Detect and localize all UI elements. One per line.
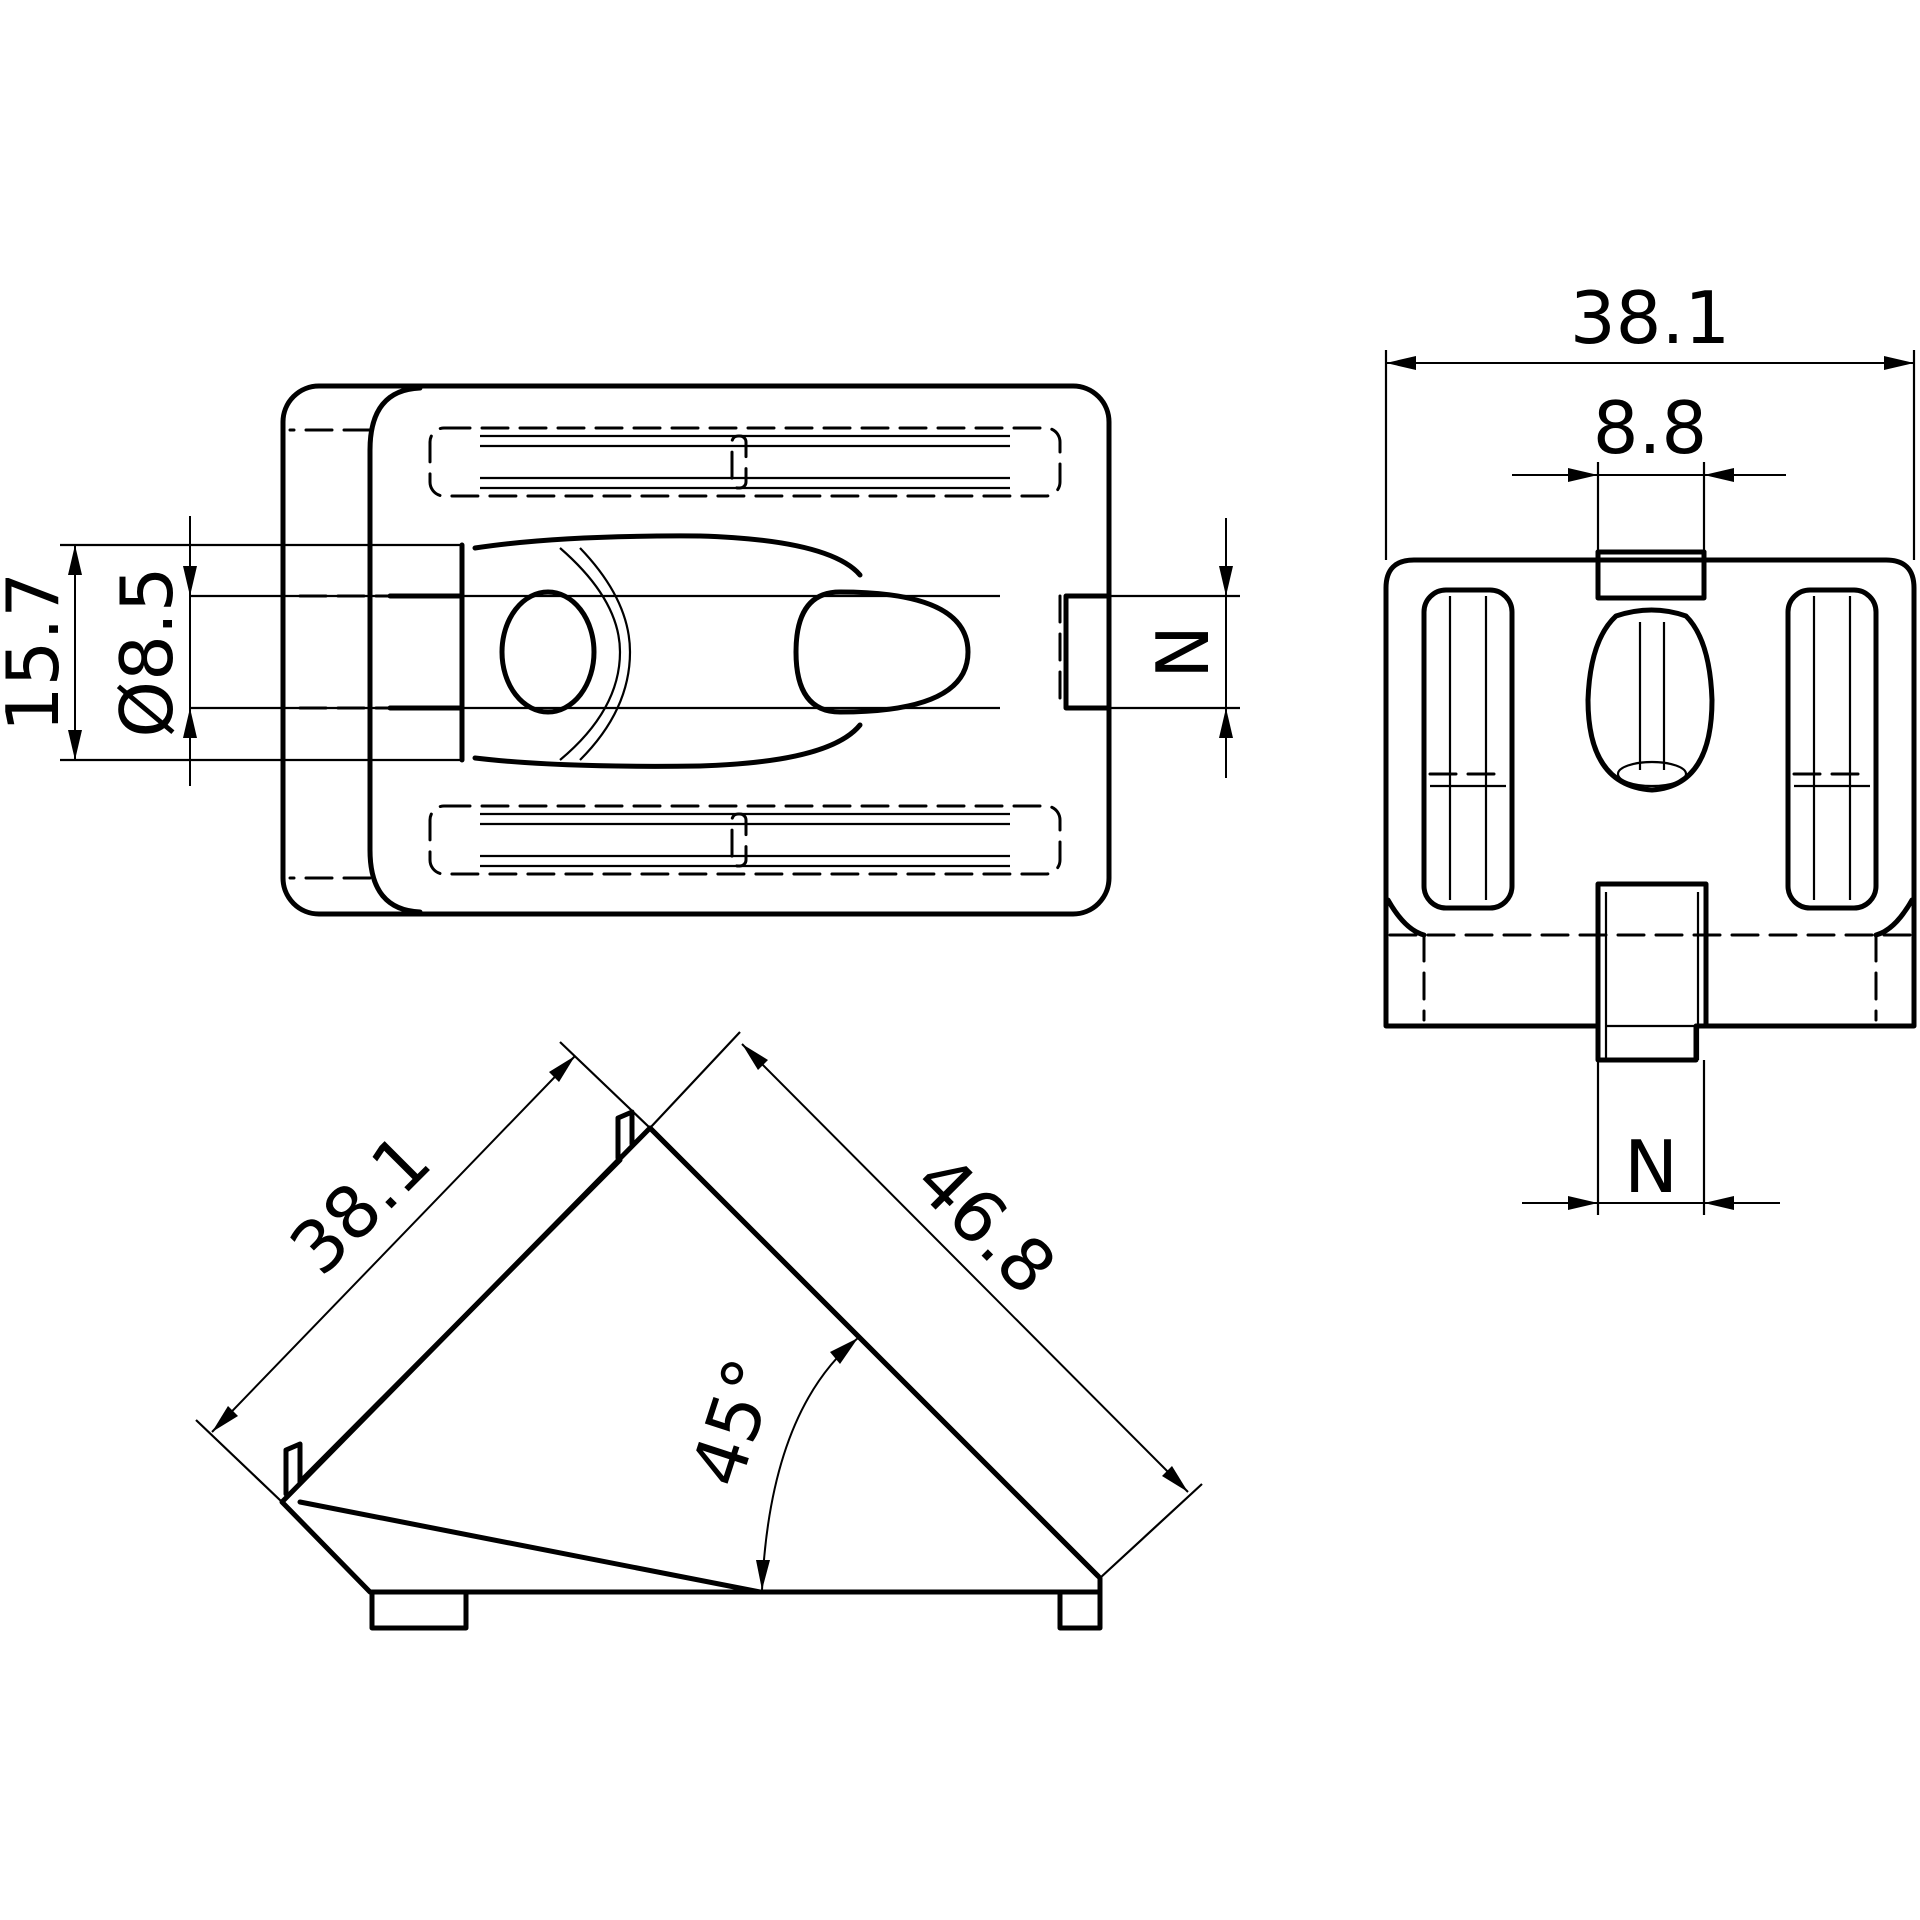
front-view-left-foot xyxy=(369,1589,469,1631)
front-view-top-pin xyxy=(615,1109,635,1161)
dim-label-46-8: 46.8 xyxy=(899,1138,1072,1311)
dim-label-n-top: N xyxy=(1141,625,1225,679)
side-view-right-pillar xyxy=(1785,587,1879,911)
top-view-upper-rib xyxy=(428,426,1062,498)
front-view-left-pin xyxy=(283,1441,303,1497)
side-view-left-pillar xyxy=(1421,587,1515,911)
top-view-right-notch xyxy=(1063,593,1110,711)
front-view-right-foot xyxy=(1057,1589,1103,1631)
dim-label-front-38-1: 38.1 xyxy=(274,1118,447,1291)
dim-label-45: 45° xyxy=(675,1349,794,1496)
side-view-boss xyxy=(1585,607,1715,793)
dim-line-front-38-1 xyxy=(211,1055,576,1433)
dim-line-46-8 xyxy=(741,1043,1189,1493)
top-view-slot-hole xyxy=(793,589,971,715)
dim-label-15-7: 15.7 xyxy=(0,572,75,732)
top-view-step xyxy=(367,385,423,915)
front-view: 38.1 46.8 45° xyxy=(195,1031,1203,1631)
top-view-outline xyxy=(280,383,1112,917)
top-view: 15.7 Ø8.5 N xyxy=(0,383,1240,917)
dim-label-8-8: 8.8 xyxy=(1593,386,1708,470)
top-view-round-hole xyxy=(499,589,597,715)
top-view-lower-rib xyxy=(428,804,1062,876)
side-view: 38.1 8.8 N xyxy=(1383,276,1917,1215)
side-view-lower-tab xyxy=(1595,881,1709,1029)
side-view-top-tab xyxy=(1595,549,1707,601)
dim-label-dia-8-5: Ø8.5 xyxy=(105,566,189,737)
side-view-outline xyxy=(1383,557,1917,1063)
dim-label-n-side: N xyxy=(1624,1125,1678,1209)
dim-label-side-38-1: 38.1 xyxy=(1570,276,1730,360)
